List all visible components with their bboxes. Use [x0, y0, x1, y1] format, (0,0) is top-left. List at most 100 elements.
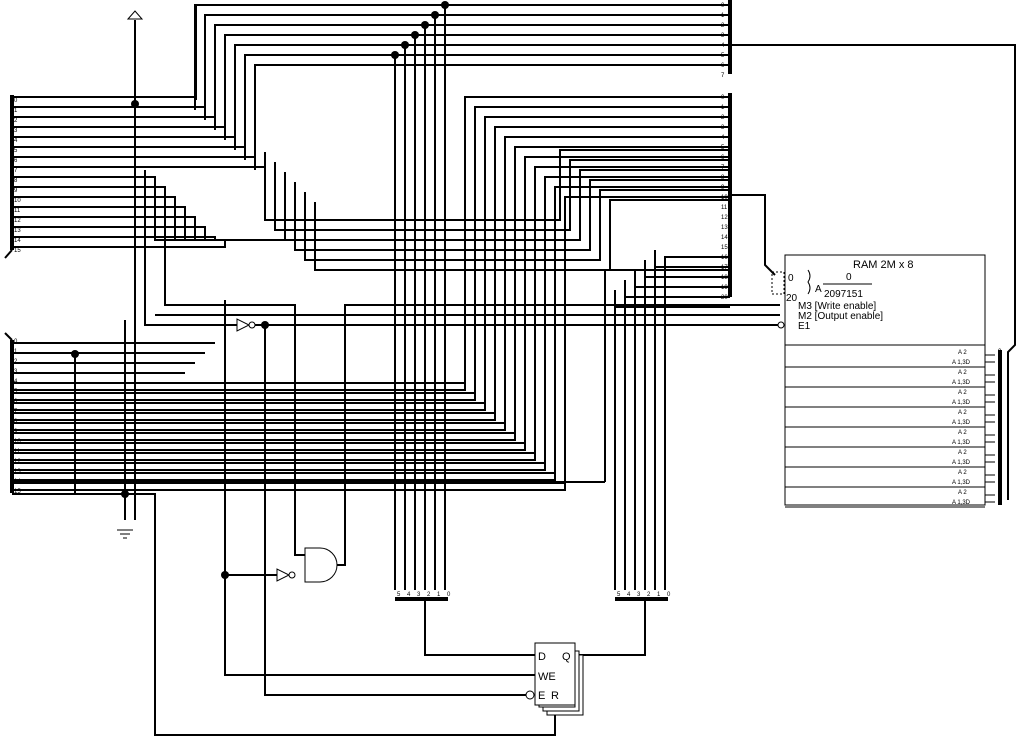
cross-wire: [294, 179, 730, 251]
junction-dot: [421, 21, 429, 29]
left-bus-label: 9: [14, 188, 18, 194]
address-down-wire: [644, 276, 730, 590]
bottom-bus-label: 4: [407, 592, 411, 598]
top-bus-label: 7: [721, 73, 725, 79]
junction-dot: [391, 51, 399, 59]
left-bus-label: 8: [14, 178, 18, 184]
address-bus-label: 11: [721, 205, 728, 211]
left-bus-lower-label: 14: [14, 479, 21, 485]
ram-data-pin-label: 2: [998, 389, 1002, 395]
ram-data-label-bottom: A 1,3D: [952, 360, 971, 366]
ram-enable-inverter: [777, 321, 785, 329]
address-bus-label: 3: [721, 125, 725, 131]
top-bus-label: 3: [721, 33, 725, 39]
left-bus-lower-label: 5: [14, 389, 18, 395]
left-bus-label: 14: [14, 238, 21, 244]
ram-addr-label: A: [815, 284, 822, 295]
and-gate: [304, 547, 338, 583]
bottom-bus-label: 0: [667, 592, 671, 598]
address-bus-label: 7: [721, 165, 725, 171]
ram-addr-low: 0: [788, 273, 794, 284]
bottom-bus-label: 4: [627, 592, 631, 598]
ram-data-label-top: A 2: [958, 390, 967, 396]
cross-wire: [284, 169, 730, 241]
address-wire: [12, 146, 730, 441]
flipflop-e-inverter: [525, 690, 535, 700]
ram-data-label-top: A 2: [958, 450, 967, 456]
left-bus-lower-label: 15: [14, 489, 21, 495]
ram-data-label-bottom: A 1,3D: [952, 500, 971, 506]
cross-wire: [264, 149, 730, 221]
ram-data-label-bottom: A 1,3D: [952, 400, 971, 406]
d-input-wire: [424, 600, 535, 656]
address-bus-label: 4: [721, 135, 725, 141]
address-bus-label: 10: [721, 195, 728, 201]
left-bus-lower-label: 1: [14, 349, 18, 355]
ram-data-pin-label: 1: [998, 369, 1002, 375]
left-bus-label: 12: [14, 218, 21, 224]
ram-data-label-bottom: A 1,3D: [952, 440, 971, 446]
left-bus-label: 10: [14, 198, 21, 204]
junction-dot: [441, 1, 449, 9]
ram-data-label-bottom: A 1,3D: [952, 480, 971, 486]
ram-data-block: [784, 344, 986, 506]
top-to-left-wire: [194, 4, 730, 110]
address-down-wire: [664, 256, 730, 590]
ram-data-label-bottom: A 1,3D: [952, 460, 971, 466]
flipflop-q: Q: [562, 651, 571, 663]
left-bus-lower-label: 8: [14, 419, 18, 425]
left-upper-wire: [12, 186, 325, 241]
left-upper-wire: [12, 239, 385, 248]
data-bus-trunk: [730, 44, 1016, 500]
top-bus-label: 0: [721, 3, 725, 9]
ram-data-label-top: A 2: [958, 430, 967, 436]
bottom-bus-label: 3: [637, 592, 641, 598]
address-bus-label: 20: [721, 295, 728, 301]
ram-addr-high: 20: [786, 293, 798, 304]
ram-addr-range-low: 0: [846, 272, 852, 283]
top-to-left-wire: [214, 24, 730, 130]
left-bus-lower-label: 9: [14, 429, 18, 435]
bottom-bus-label: 3: [417, 592, 421, 598]
reset-wire: [12, 493, 556, 736]
left-bus-lower-label: 0: [14, 339, 18, 345]
address-bus-label: 5: [721, 145, 725, 151]
left-upper-wire: [12, 226, 365, 241]
left-bus-lower-label: 6: [14, 399, 18, 405]
address-down-wire: [624, 296, 730, 590]
flipflop-r: R: [551, 690, 559, 702]
ram-title: RAM 2M x 8: [853, 259, 914, 271]
ram-data-label-top: A 2: [958, 350, 967, 356]
address-wire: [12, 126, 730, 421]
ram-data-label-top: A 2: [958, 410, 967, 416]
ram-data-label-top: A 2: [958, 470, 967, 476]
ram-data-label-top: A 2: [958, 370, 967, 376]
ground-symbol: [117, 529, 133, 539]
left-bus-label: 7: [14, 168, 18, 174]
address-wire: [12, 156, 730, 451]
we-wire: [164, 220, 305, 556]
ram-data-label-bottom: A 1,3D: [952, 380, 971, 386]
flipflop: [534, 642, 576, 706]
left-bus-lower-label: 11: [14, 449, 21, 455]
ram-addr-bus-stub: [771, 271, 785, 295]
address-wire: [12, 166, 730, 461]
left-bus-label: 5: [14, 148, 18, 154]
left-bus-lower-label: 3: [14, 369, 18, 375]
address-bus-label: 17: [721, 265, 728, 271]
top-bus-label: 2: [721, 23, 725, 29]
address-wire: [12, 186, 730, 481]
address-wire: [12, 176, 730, 471]
address-wire: [12, 196, 730, 491]
address-to-ram: [730, 194, 776, 276]
address-bus-label: 14: [721, 235, 728, 241]
left-bus-label: 4: [14, 138, 18, 144]
inverter-top: [236, 318, 251, 332]
cross-wire: [304, 189, 730, 261]
left-bus-label: 0: [14, 98, 18, 104]
bus-end: [4, 332, 13, 341]
ram-data-pin-label: 0: [998, 349, 1002, 355]
flipflop-we: WE: [538, 671, 556, 683]
bus-end: [4, 249, 13, 259]
components: RAM 2M x 8 0 A 0 2097151 20 M3 [Write en…: [117, 10, 1002, 716]
